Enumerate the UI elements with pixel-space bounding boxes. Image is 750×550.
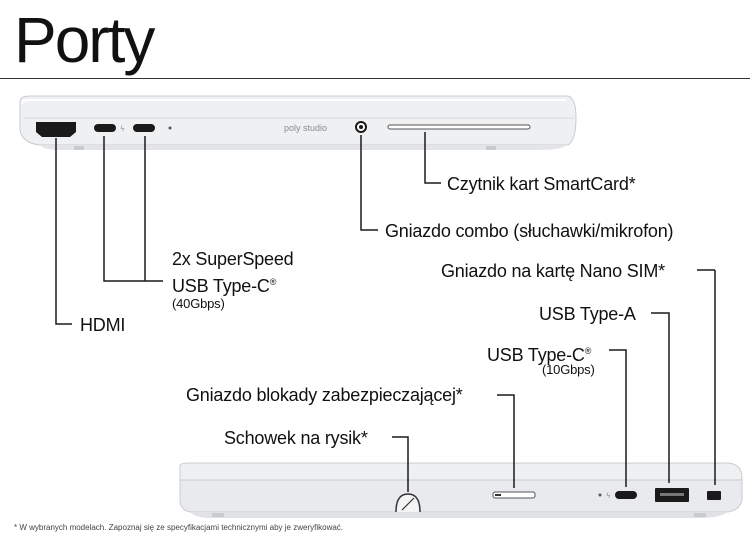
label-stylus: Schowek na rysik* xyxy=(224,428,368,448)
page-title: Porty xyxy=(14,4,155,76)
footnote: * W wybranych modelach. Zapoznaj się ze … xyxy=(14,523,344,532)
label-usba: USB Type-A xyxy=(539,304,636,324)
label-usbc-10-speed: (10Gbps) xyxy=(542,362,595,377)
label-security-lock: Gniazdo blokady zabezpieczającej* xyxy=(186,385,463,405)
title-divider xyxy=(0,78,750,79)
label-nano-sim: Gniazdo na kartę Nano SIM* xyxy=(441,261,665,281)
nano-sim-slot xyxy=(707,491,721,500)
label-usbc-40-line1: 2x SuperSpeed xyxy=(172,249,294,269)
led-indicator xyxy=(168,126,172,130)
thunderbolt-icon: ϟ xyxy=(120,125,125,133)
label-usbc-40-speed: (40Gbps) xyxy=(172,296,225,311)
security-lock-slot xyxy=(492,491,536,499)
stylus-garage xyxy=(395,493,421,513)
label-smartcard: Czytnik kart SmartCard* xyxy=(447,174,636,194)
led-indicator-right xyxy=(598,493,602,497)
label-usbc-10: USB Type-C® xyxy=(487,345,592,365)
hdmi-port xyxy=(36,122,76,137)
usbc-10-port xyxy=(615,491,637,499)
laptop-left-side xyxy=(19,95,577,150)
brand-text: poly studio xyxy=(284,123,327,133)
laptop-right-side xyxy=(179,462,743,518)
smartcard-slot xyxy=(387,124,531,130)
label-hdmi: HDMI xyxy=(80,315,126,335)
label-usbc-40-line2: USB Type-C® xyxy=(172,276,277,296)
label-combo-jack: Gniazdo combo (słuchawki/mikrofon) xyxy=(385,221,674,241)
usb-power-icon: ϟ xyxy=(606,492,611,500)
usbc-40-port-2 xyxy=(133,124,155,132)
usbc-40-port-1 xyxy=(94,124,116,132)
